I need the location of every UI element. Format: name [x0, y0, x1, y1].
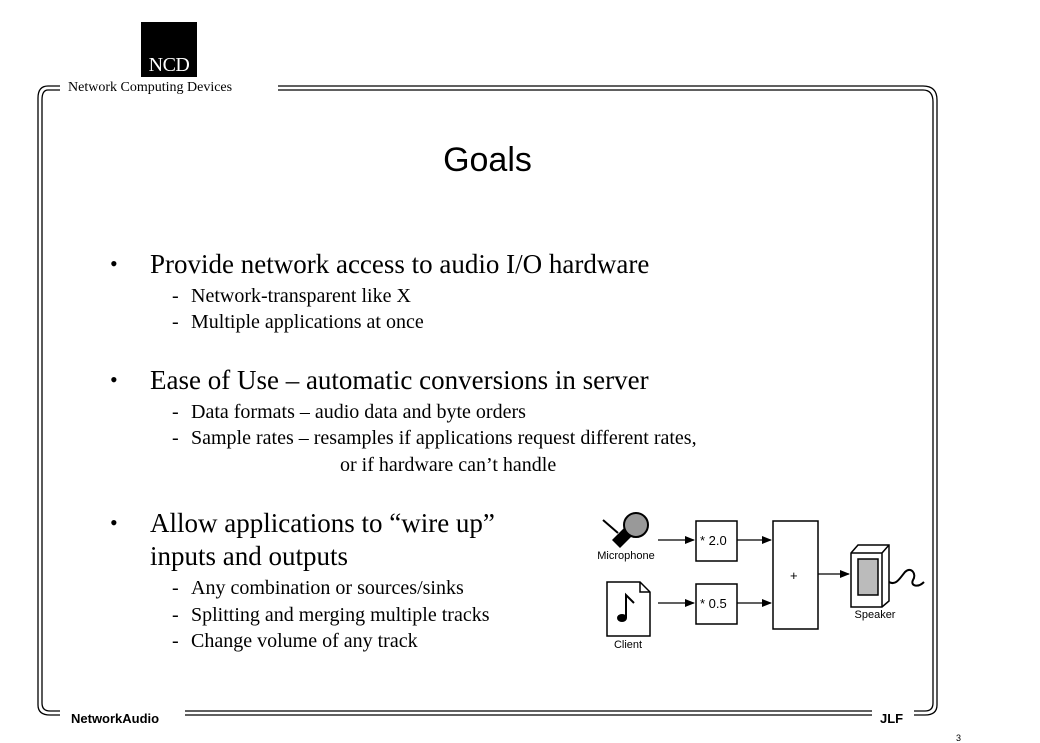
bullet-text: Ease of Use – automatic conversions in s…	[150, 365, 649, 395]
bullet-text-continued: inputs and outputs	[150, 541, 349, 571]
sub-bullet-dash: -	[172, 577, 179, 599]
sub-bullet-dash: -	[172, 311, 179, 333]
bullet-dot: •	[110, 510, 118, 535]
sub-bullet-dash: -	[172, 427, 179, 449]
client-document-icon	[606, 581, 651, 637]
speaker-icon	[850, 544, 925, 608]
sub-bullet-text-continued: or if hardware can’t handle	[340, 454, 557, 476]
sub-bullet-text: Change volume of any track	[191, 630, 418, 652]
speaker-label: Speaker	[854, 609, 896, 621]
sub-bullet-text: Any combination or sources/sinks	[191, 577, 464, 599]
mixer-box	[772, 520, 819, 630]
microphone-icon	[602, 512, 649, 548]
gain-top-label: * 2.0	[700, 533, 727, 548]
logo-text: NCD	[148, 54, 190, 76]
footer-author: JLF	[880, 711, 904, 726]
sub-bullet-dash: -	[172, 630, 179, 652]
gain-box-bottom	[695, 583, 738, 625]
sub-bullet-text: Multiple applications at once	[191, 311, 424, 333]
gain-bottom-label: * 0.5	[700, 596, 727, 611]
footer-title: NetworkAudio	[71, 711, 160, 726]
sub-bullet-text: Network-transparent like X	[191, 285, 411, 307]
sub-bullet-dash: -	[172, 401, 179, 423]
microphone-label: Microphone	[597, 550, 655, 562]
mixer-label: +	[790, 568, 798, 583]
bullet-dot: •	[110, 251, 118, 276]
company-name: Network Computing Devices	[68, 80, 233, 95]
sub-bullet-text: Sample rates – resamples if applications…	[191, 427, 697, 449]
slide-title: Goals	[443, 141, 532, 179]
ncd-logo: NCD	[141, 22, 197, 77]
page-number: 3	[956, 733, 962, 743]
sub-bullet-dash: -	[172, 285, 179, 307]
bullet-dot: •	[110, 367, 118, 392]
bullet-text: Provide network access to audio I/O hard…	[150, 249, 650, 279]
bullet-text: Allow applications to “wire up”	[150, 508, 495, 538]
client-label: Client	[613, 639, 643, 651]
gain-box-top	[695, 520, 738, 562]
sub-bullet-dash: -	[172, 604, 179, 626]
sub-bullet-text: Splitting and merging multiple tracks	[191, 604, 490, 626]
sub-bullet-text: Data formats – audio data and byte order…	[191, 401, 526, 423]
